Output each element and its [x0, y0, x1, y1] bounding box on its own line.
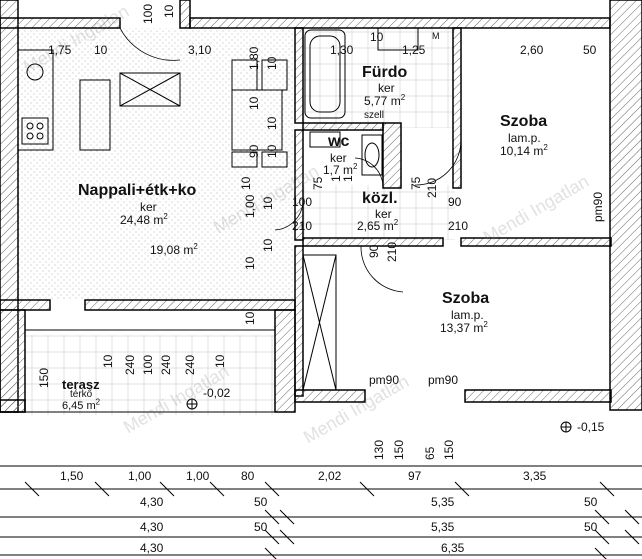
dim-label: 10 [243, 256, 257, 270]
dim-label: 10 [265, 56, 279, 70]
dim-label: 130 [372, 439, 386, 460]
dim-label: 10 [265, 144, 279, 158]
terrace-floor-tiles [25, 335, 275, 415]
dim-label: 210 [425, 177, 439, 198]
level-ground: -0,15 [577, 420, 605, 434]
door-label: pm90 [369, 373, 400, 387]
dim-label: 50 [584, 520, 598, 534]
room-area-szoba1: 10,14 m2 [500, 143, 548, 158]
dim-label: 50 [254, 495, 268, 509]
dim-label: 1,00 [243, 194, 257, 218]
dim-label: 75 [409, 176, 423, 190]
room-name-kozl: közl. [362, 190, 398, 207]
dim-label: 4,30 [140, 495, 164, 509]
room-area-terasz: 6,45 m2 [62, 397, 101, 412]
room-name-furdo: Fürdo [362, 64, 408, 81]
dim-label: 1,25 [402, 43, 426, 57]
dim-label: 65 [423, 446, 437, 460]
room-name-nappali: Nappali+étk+ko [78, 182, 197, 199]
level-marker-terrace [186, 398, 198, 410]
dim-label: 240 [159, 354, 173, 375]
dim-label: 150 [442, 439, 456, 460]
walls [0, 0, 642, 413]
corridor-floor-tiles [300, 185, 455, 240]
room-name-szoba1: Szoba [500, 113, 548, 130]
room-name-szoba2: Szoba [442, 290, 490, 307]
dim-label: 1,75 [48, 43, 72, 57]
dim-label: 4,30 [140, 520, 164, 534]
dim-label: 5,35 [431, 520, 455, 534]
dim-label: 1,30 [330, 43, 354, 57]
vent-note: szell [364, 110, 385, 121]
room-floor-terasz: térkő [70, 389, 93, 400]
door-swings [119, 27, 462, 293]
room-name-terasz: terasz [62, 377, 100, 392]
dim-label: 50 [583, 43, 597, 57]
room-floor-szoba2: lam.p. [451, 308, 484, 322]
dim-label: 2,60 [520, 43, 544, 57]
dim-label: 1,00 [186, 469, 210, 483]
fixtures [17, 27, 419, 391]
dim-label: 10 [261, 196, 275, 210]
dimension-lines [0, 465, 642, 559]
dim-label: 150 [37, 367, 51, 388]
dim-label: 10 [370, 30, 384, 44]
dim-label: 50 [254, 520, 268, 534]
door-label: pm90 [428, 373, 459, 387]
dim-label: 1,50 [60, 469, 84, 483]
dim-label: 2,02 [318, 469, 342, 483]
dim-label: 1 [341, 175, 355, 182]
dim-label: 10 [162, 4, 176, 18]
level-marker-ground [560, 421, 572, 433]
dim-label: 4,30 [140, 541, 164, 555]
dim-label: 3,35 [523, 469, 547, 483]
room-floor-nappali: ker [140, 200, 157, 214]
door-label: pm90 [591, 191, 605, 222]
dim-label: 50 [584, 495, 598, 509]
room-area-wc: 1,7 m2 [323, 162, 358, 177]
room-floor-wc: ker [330, 151, 347, 165]
dim-label: 210 [385, 241, 399, 262]
dim-label: 6,35 [441, 541, 465, 555]
terrace-outline [24, 329, 276, 413]
dim-label: 210 [448, 219, 469, 233]
sink-marker: M [432, 31, 440, 41]
dim-label: 10 [261, 238, 275, 252]
dim-label: 1,80 [247, 46, 261, 70]
dim-label: 210 [292, 219, 313, 233]
dim-label: 10 [243, 311, 257, 325]
dim-label: 10 [265, 116, 279, 130]
room-area-furdo: 5,77 m2 [364, 93, 406, 108]
dim-label: 80 [241, 469, 255, 483]
room-floor-szoba1: lam.p. [508, 131, 541, 145]
room-floor-furdo: ker [378, 81, 395, 95]
dim-label: 10 [247, 96, 261, 110]
dim-label: 150 [392, 439, 406, 460]
dim-label: 240 [123, 354, 137, 375]
dim-label: 97 [408, 469, 422, 483]
room-name-wc: wc [328, 133, 350, 150]
level-terrace: -0,02 [203, 386, 231, 400]
dim-label: 10 [94, 43, 108, 57]
room-extra-area-nappali: 19,08 m2 [150, 242, 198, 257]
dim-label: 90 [247, 144, 261, 158]
dim-label: 90 [367, 244, 381, 258]
dim-label: 100 [141, 3, 155, 24]
room-area-szoba2: 13,37 m2 [440, 320, 488, 335]
dim-label: 240 [183, 354, 197, 375]
room-area-nappali: 24,48 m2 [120, 212, 168, 227]
dim-label: 100 [292, 195, 313, 209]
room-floor-kozl: ker [375, 207, 392, 221]
dim-label: 1,00 [128, 469, 152, 483]
dim-label: 10 [239, 176, 253, 190]
dim-label: 10 [101, 354, 115, 368]
dim-label: 100 [141, 354, 155, 375]
dim-label: 10 [213, 354, 227, 368]
dim-label: 3,10 [188, 43, 212, 57]
room-area-kozl: 2,65 m2 [357, 218, 399, 233]
dim-label: 75 [311, 176, 325, 190]
dim-label: 5,35 [431, 495, 455, 509]
dim-label: 90 [448, 195, 462, 209]
